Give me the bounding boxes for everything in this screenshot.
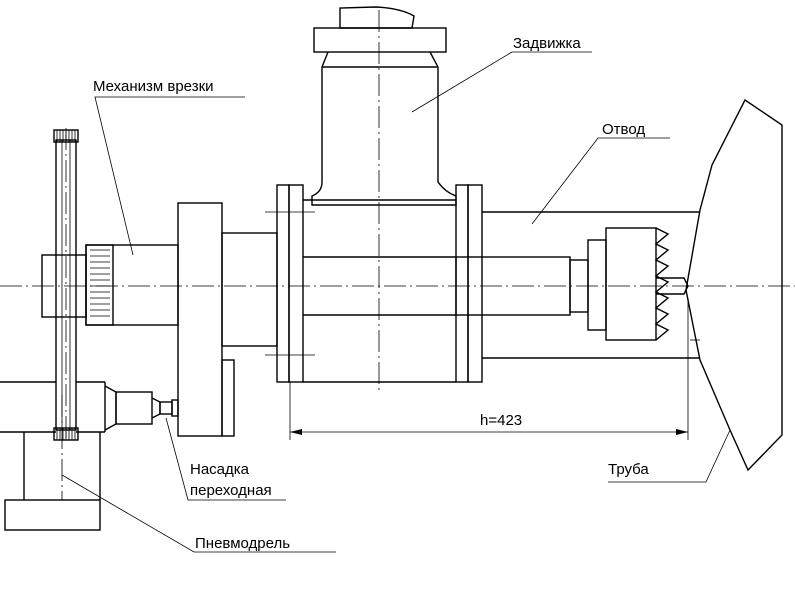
label-pipe: Труба: [608, 461, 649, 478]
cutter: [455, 227, 689, 341]
tapping-mechanism: [41, 202, 278, 437]
label-valve: Задвижка: [513, 35, 581, 52]
main-pipe-outline: [685, 98, 783, 472]
branch-pipe: [482, 211, 700, 359]
leader-lines: [61, 51, 731, 553]
label-tapping-mechanism: Механизм врезки: [93, 78, 214, 95]
label-pneumatic-mandrel: Пневмодрель: [195, 535, 290, 552]
handle-rod: [53, 129, 79, 441]
label-branch: Отвод: [602, 121, 645, 138]
label-adapter-line2: переходная: [190, 482, 272, 499]
valve: [265, 6, 483, 383]
dimension-h: [289, 298, 689, 440]
dimension-label: h=423: [480, 412, 522, 429]
pneumatic-drill: [0, 381, 179, 531]
label-adapter-line1: Насадка: [190, 461, 250, 478]
